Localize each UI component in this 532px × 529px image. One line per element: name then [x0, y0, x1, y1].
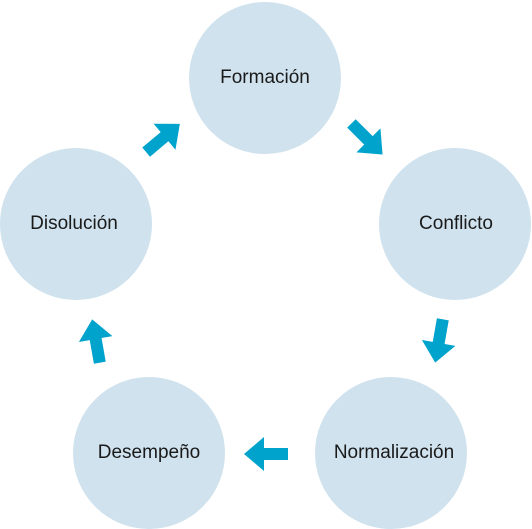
stage-node-conflicto: Conflicto [379, 148, 531, 300]
stage-label-desempeno: Desempeño [97, 442, 201, 463]
arrow-icon-disolucion-to-formacion [142, 123, 180, 157]
stage-label-formacion: Formación [220, 67, 310, 88]
stage-node-desempeno: Desempeño [73, 377, 225, 529]
stage-node-normalizacion: Normalización [315, 377, 467, 529]
stage-label-normalizacion: Normalización [333, 442, 455, 463]
stage-label-conflicto: Conflicto [419, 213, 493, 234]
stage-node-disolucion: Disolución [0, 148, 152, 300]
arrow-icon-conflicto-to-normalizacion [421, 318, 456, 363]
arrow-icon-desempeno-to-disolucion [78, 319, 113, 364]
stage-node-formacion: Formación [189, 2, 341, 154]
arrow-icon-formacion-to-conflicto [347, 119, 383, 155]
stage-label-disolucion: Disolución [30, 213, 118, 234]
arrow-icon-normalizacion-to-desempeno [244, 437, 288, 471]
